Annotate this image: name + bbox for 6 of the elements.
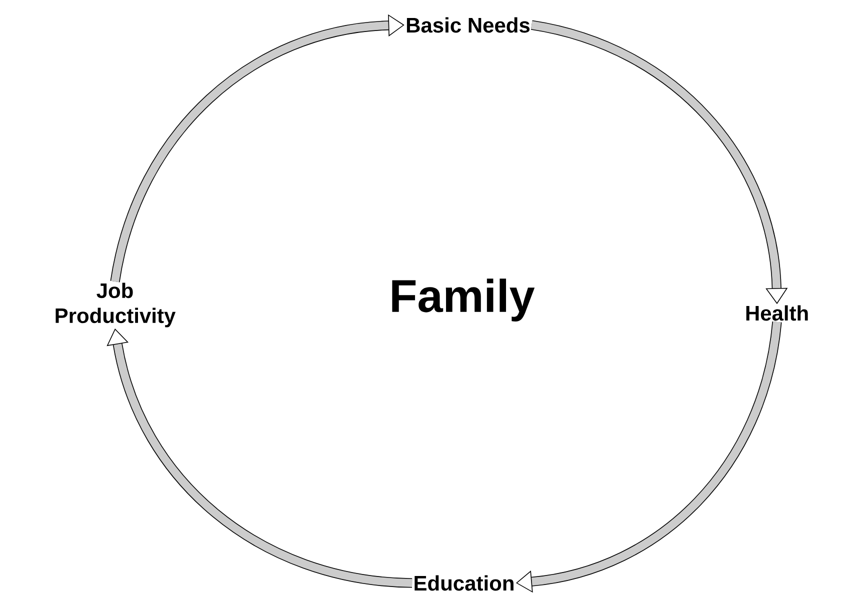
center-title: Family	[392, 278, 535, 322]
node-label: Education	[414, 575, 514, 591]
node-label: Job Productivity	[56, 282, 176, 328]
node-label: Basic Needs	[406, 17, 530, 33]
curved-arrow	[110, 14, 404, 282]
node-label: Health	[746, 305, 808, 321]
